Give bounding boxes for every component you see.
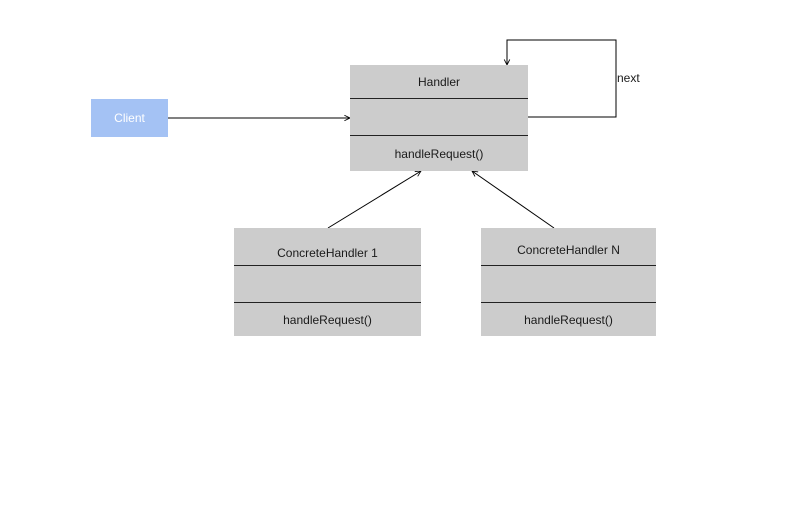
concrete-handler-n-method: handleRequest() [524, 312, 613, 327]
handler-divider-bottom [350, 135, 528, 136]
handler-class[interactable]: Handler handleRequest() [350, 65, 528, 171]
handler-attributes [350, 99, 528, 135]
concrete-handler-1-attributes [234, 266, 421, 302]
client-label: Client [114, 111, 145, 125]
concrete-handler-n-divider-bottom [481, 302, 656, 303]
concrete-handler-n-class[interactable]: ConcreteHandler N handleRequest() [481, 228, 656, 336]
concrete1-to-handler-arrow [327, 171, 421, 229]
concrete-handler-n-name: ConcreteHandler N [517, 243, 620, 257]
concrete-handler-1-class[interactable]: ConcreteHandler 1 handleRequest() [234, 228, 421, 336]
concrete-handler-1-divider-bottom [234, 302, 421, 303]
handler-method: handleRequest() [394, 146, 484, 161]
handler-class-name: Handler [417, 74, 461, 89]
concrete-handler-1-method: handleRequest() [283, 312, 372, 327]
concrete-handler-n-divider-top [481, 265, 656, 266]
concrete-handler-1-divider-top [234, 265, 421, 266]
handler-next-loop [507, 39, 617, 118]
handler-divider-top [350, 98, 528, 99]
concreten-to-handler-arrow [472, 171, 555, 229]
concrete-handler-1-name: ConcreteHandler 1 [277, 246, 378, 260]
concrete-handler-n-attributes [481, 266, 656, 302]
client-node[interactable]: Client [91, 99, 168, 137]
next-link-label: next [617, 71, 640, 85]
